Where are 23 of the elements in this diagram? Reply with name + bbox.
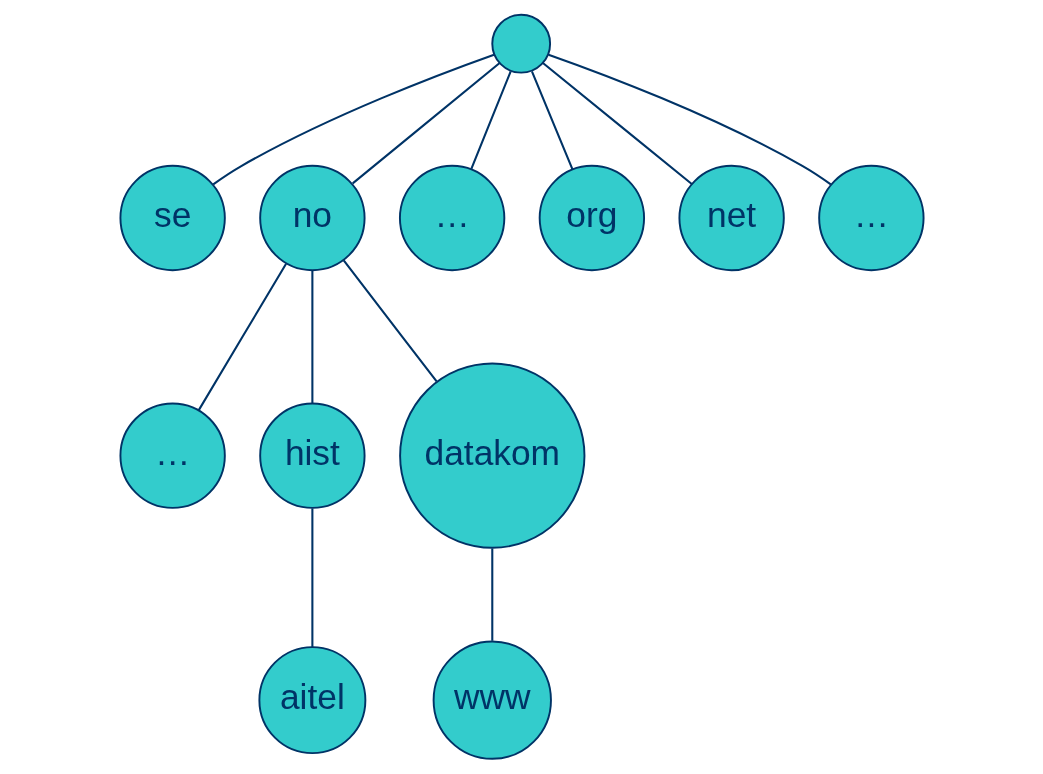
connector	[530, 70, 573, 170]
node-circle: net	[677, 164, 785, 272]
connector	[310, 270, 313, 404]
node-circle: www	[432, 640, 552, 760]
node-circle: …	[398, 164, 505, 272]
connector	[351, 62, 500, 185]
node-circle: no	[258, 164, 366, 272]
node-circle: …	[118, 402, 226, 509]
connector	[310, 508, 313, 648]
connector	[469, 70, 512, 170]
connector	[197, 263, 287, 411]
node-circle: org	[538, 164, 645, 272]
connector	[490, 548, 493, 641]
node-circle	[490, 13, 551, 74]
connector	[541, 62, 692, 185]
node-circle: hist	[258, 402, 366, 509]
node-circle: aitel	[257, 646, 366, 755]
node-circle: datakom	[398, 362, 585, 549]
node-circle: …	[817, 164, 925, 272]
connector	[547, 53, 831, 186]
connector	[342, 259, 437, 383]
node-circle: se	[118, 164, 226, 272]
connector	[212, 53, 494, 186]
